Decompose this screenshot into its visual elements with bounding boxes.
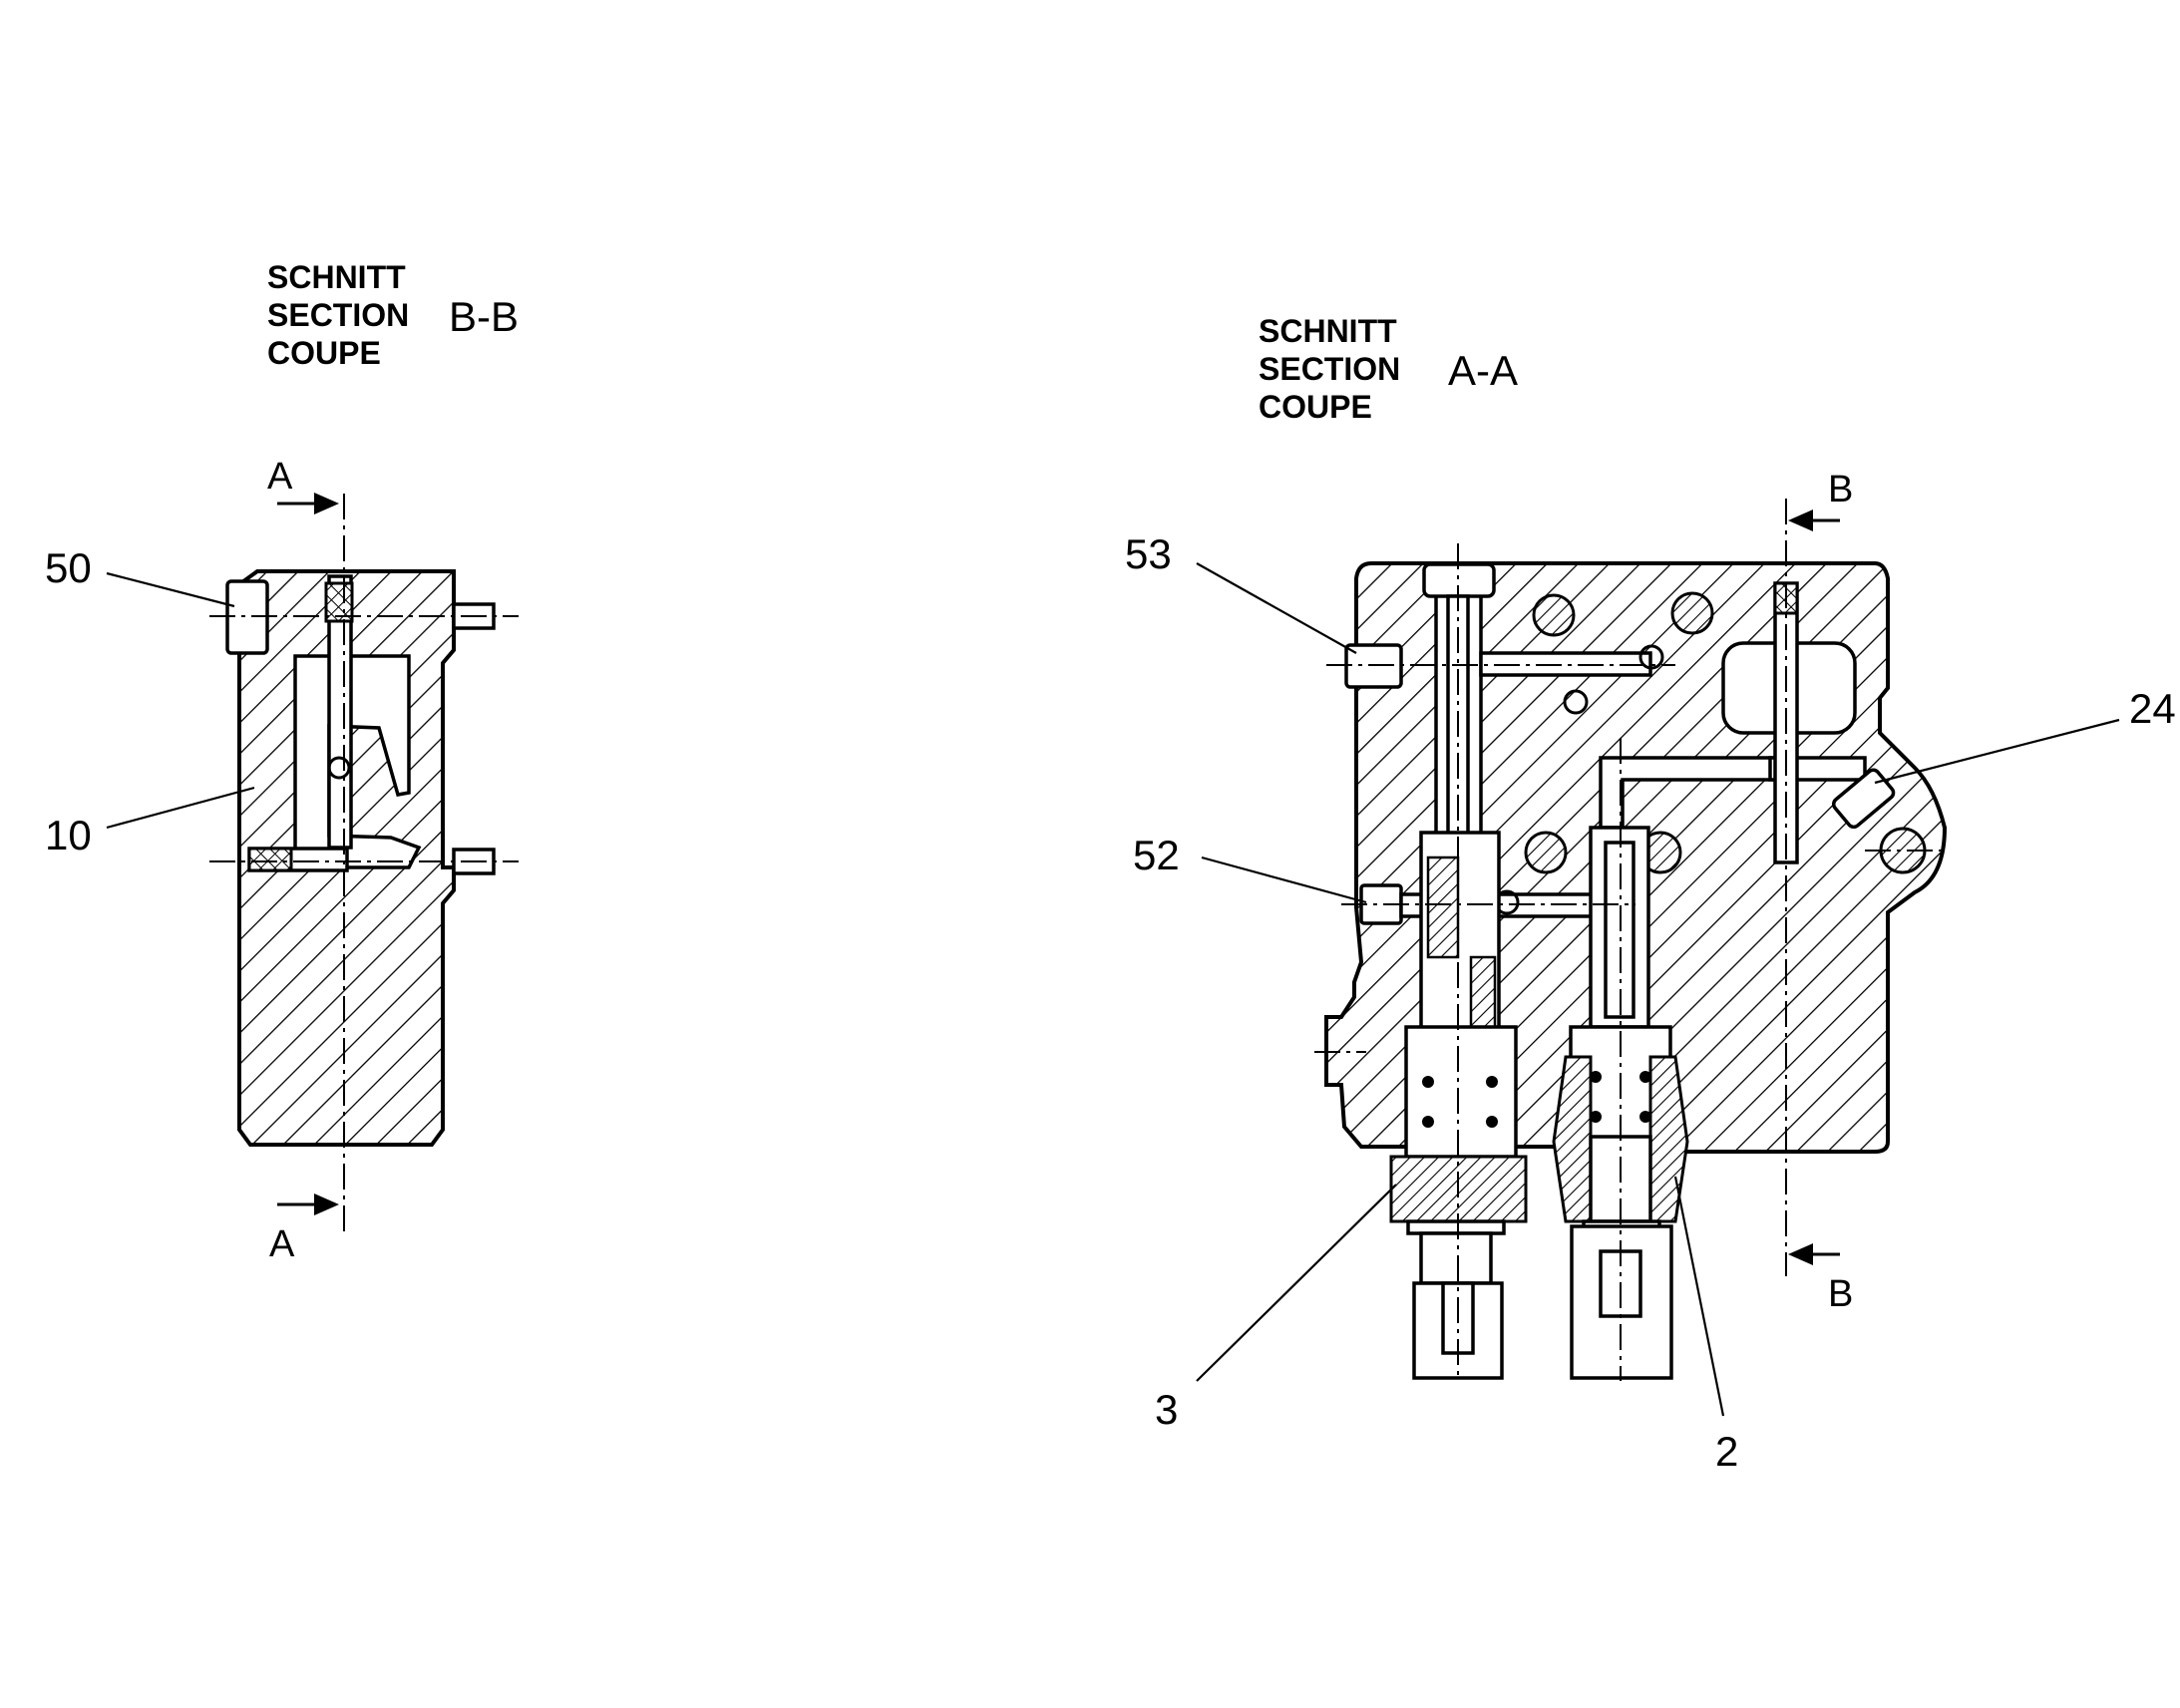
- section-bb-heading-line-1: SCHNITT: [267, 259, 406, 295]
- callout-53: 53: [1125, 530, 1172, 577]
- channel-upper-aa: [1479, 651, 1652, 677]
- leader-2: [1673, 1176, 1725, 1417]
- callout-10: 10: [45, 812, 92, 858]
- section-bb-id: B-B: [449, 293, 519, 340]
- callout-24: 24: [2129, 685, 2176, 732]
- port-bb: [327, 756, 351, 780]
- tie-rod-sections: [1524, 591, 1927, 874]
- cut-arrow-bottom-aa: [1788, 1243, 1840, 1265]
- lower-plug-bb: [247, 847, 293, 872]
- section-aa-heading: SCHNITT SECTION COUPE A-A: [1259, 313, 1518, 425]
- section-aa-heading-line-1: SCHNITT: [1259, 313, 1397, 349]
- leader-52: [1201, 855, 1367, 904]
- leader-24: [1874, 718, 2120, 785]
- section-aa-heading-line-2: SECTION: [1259, 351, 1400, 387]
- cartridge-3: [1389, 831, 1528, 1380]
- section-bb-heading: SCHNITT SECTION COUPE B-B: [267, 259, 519, 371]
- section-bb-view: SCHNITT SECTION COUPE B-B: [45, 259, 519, 1265]
- cartridge-3-spring: [1404, 1025, 1518, 1159]
- cartridge-3-nut: [1406, 1219, 1506, 1235]
- cut-label-bottom-bb: A: [269, 1223, 295, 1265]
- cut-label-bottom-aa: B: [1828, 1273, 1853, 1315]
- callout-3: 3: [1155, 1386, 1178, 1433]
- leader-10: [106, 786, 255, 830]
- stud-lower-bb: [452, 848, 496, 875]
- callout-2: 2: [1715, 1428, 1738, 1475]
- cut-arrow-top-bb: [277, 493, 339, 514]
- section-aa-heading-line-3: COUPE: [1259, 389, 1372, 425]
- top-plug-bb: [324, 581, 354, 623]
- cut-arrow-top-aa: [1788, 510, 1840, 531]
- callout-52: 52: [1133, 832, 1180, 878]
- section-bb-heading-line-2: SECTION: [267, 297, 409, 333]
- section-aa-view: SCHNITT SECTION COUPE A-A: [1125, 313, 2176, 1475]
- section-bb-heading-line-3: COUPE: [267, 335, 381, 371]
- cut-label-top-aa: B: [1828, 469, 1853, 511]
- leader-53: [1196, 562, 1357, 654]
- cut-arrow-bottom-bb: [277, 1194, 339, 1215]
- leader-3: [1196, 1184, 1397, 1382]
- cut-label-top-bb: A: [267, 456, 293, 498]
- callout-50: 50: [45, 544, 92, 591]
- section-aa-id: A-A: [1448, 347, 1518, 394]
- leader-50: [106, 571, 235, 608]
